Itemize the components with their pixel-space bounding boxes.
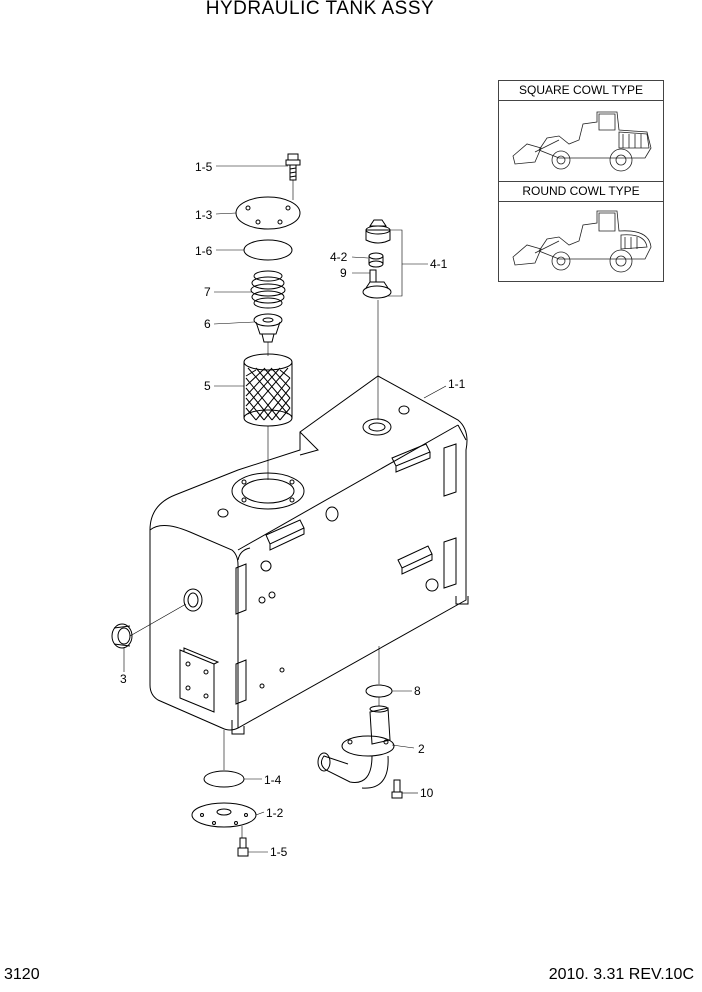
callout-1-3: 1-3: [195, 208, 213, 222]
bypass-valve: [253, 313, 283, 343]
boss-left: [217, 508, 229, 518]
o-ring-cover: [243, 239, 293, 261]
breather-screw: [369, 269, 377, 283]
callout-1-6: 1-6: [195, 244, 213, 258]
callout-4-2: 4-2: [330, 250, 348, 264]
hydraulic-tank-body: [149, 375, 469, 735]
callout-6: 6: [204, 317, 211, 331]
boss-center: [325, 506, 339, 522]
callout-1-2: 1-2: [266, 806, 284, 820]
callout-1-5-bottom: 1-5: [270, 845, 288, 859]
face-port-f: [259, 683, 265, 689]
mounting-pad: [179, 647, 220, 713]
callout-1-4: 1-4: [264, 773, 282, 787]
callout-10: 10: [420, 786, 434, 800]
side-port: [183, 588, 203, 612]
boss-right: [398, 405, 410, 415]
round-cowl-loader-illustration: [512, 210, 652, 273]
spring: [250, 270, 286, 309]
callout-4-1: 4-1: [430, 257, 448, 271]
bottom-cover: [191, 802, 257, 828]
assembly-center-lines: [129, 180, 380, 838]
callout-1-1: 1-1: [448, 377, 466, 391]
suction-pipe: [317, 705, 395, 789]
face-port-e: [279, 667, 285, 673]
callout-7: 7: [204, 285, 211, 299]
face-port-b: [258, 596, 266, 604]
face-port-a: [260, 560, 272, 572]
face-port-c: [268, 591, 276, 599]
breather-cap: [365, 219, 391, 244]
filter-cover: [235, 196, 301, 230]
bolt-bottom: [237, 837, 249, 857]
face-port-d: [425, 578, 439, 592]
callout-8: 8: [414, 684, 421, 698]
filter-element: [243, 353, 293, 427]
round-cowl-caption: ROUND COWL TYPE: [499, 182, 663, 202]
revision-info: 2010. 3.31 REV.10C: [548, 966, 694, 983]
o-ring-suction: [365, 684, 393, 698]
bolt-suction: [391, 779, 403, 799]
breather-port: [362, 418, 392, 436]
bolt-top: [285, 153, 301, 181]
machine-type-inset: SQUARE COWL TYPE ROUND COWL TYPE: [498, 80, 664, 282]
callout-5: 5: [204, 379, 211, 393]
breather-base: [362, 281, 392, 299]
callout-2: 2: [418, 742, 425, 756]
callout-leader-lines: [123, 165, 447, 853]
square-cowl-panel: SQUARE COWL TYPE: [499, 81, 663, 181]
mounting-brackets: [235, 443, 457, 705]
square-cowl-loader-illustration: [512, 111, 652, 172]
page-number: 3120: [4, 966, 40, 983]
callout-3: 3: [120, 672, 127, 686]
square-cowl-caption: SQUARE COWL TYPE: [499, 81, 663, 101]
round-cowl-panel: ROUND COWL TYPE: [499, 181, 663, 281]
callout-1-5-top: 1-5: [195, 160, 213, 174]
sight-gauge: [111, 623, 133, 649]
callout-9: 9: [340, 266, 347, 280]
diagram-title: HYDRAULIC TANK ASSY: [205, 0, 435, 19]
breather-element: [368, 252, 384, 268]
o-ring-bottom: [203, 770, 245, 788]
